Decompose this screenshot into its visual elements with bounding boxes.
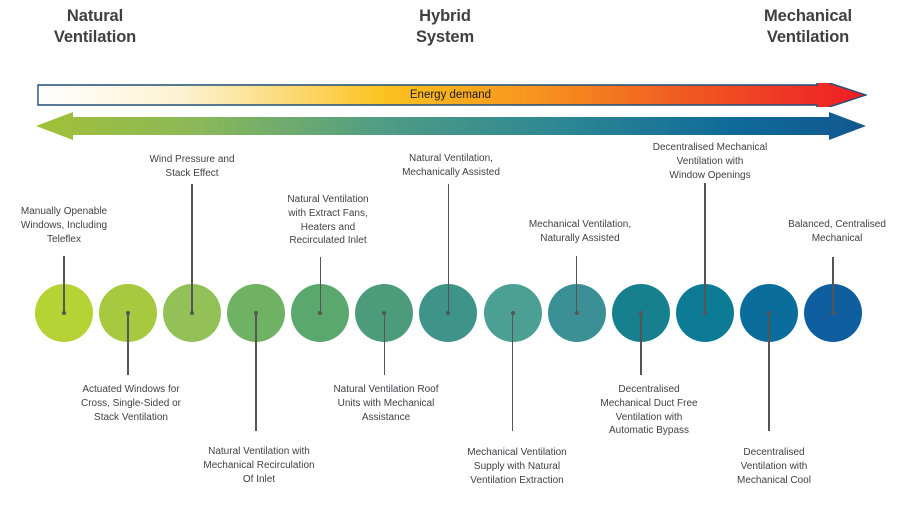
node-label-9: Mechanical Ventilation,Naturally Assiste… [528,219,632,244]
leader-line-4 [255,313,258,431]
node-anchor-dot-13 [830,311,835,315]
leader-line-1 [63,256,65,313]
node-anchor-dot-5 [318,311,323,315]
ventilation-spectrum-arrow [35,112,867,140]
leader-line-3 [191,184,193,313]
node-anchor-dot-9 [574,311,579,315]
leader-line-8 [511,313,514,431]
energy-demand-arrow [37,83,867,107]
node-anchor-dot-11 [702,311,707,315]
leader-line-6 [383,313,386,375]
node-anchor-dot-7 [446,311,451,315]
leader-line-11 [704,183,706,313]
node-anchor-dot-1 [62,311,66,315]
leader-line-9 [575,256,578,313]
leader-line-2 [127,313,129,375]
leader-line-7 [447,184,450,313]
node-anchor-dot-3 [190,311,195,315]
leader-line-10 [639,313,642,375]
leader-line-12 [768,313,770,431]
node-label-7: Natural Ventilation,Mechanically Assiste… [402,153,500,178]
leader-line-13 [832,257,834,313]
leader-line-5 [319,257,322,313]
